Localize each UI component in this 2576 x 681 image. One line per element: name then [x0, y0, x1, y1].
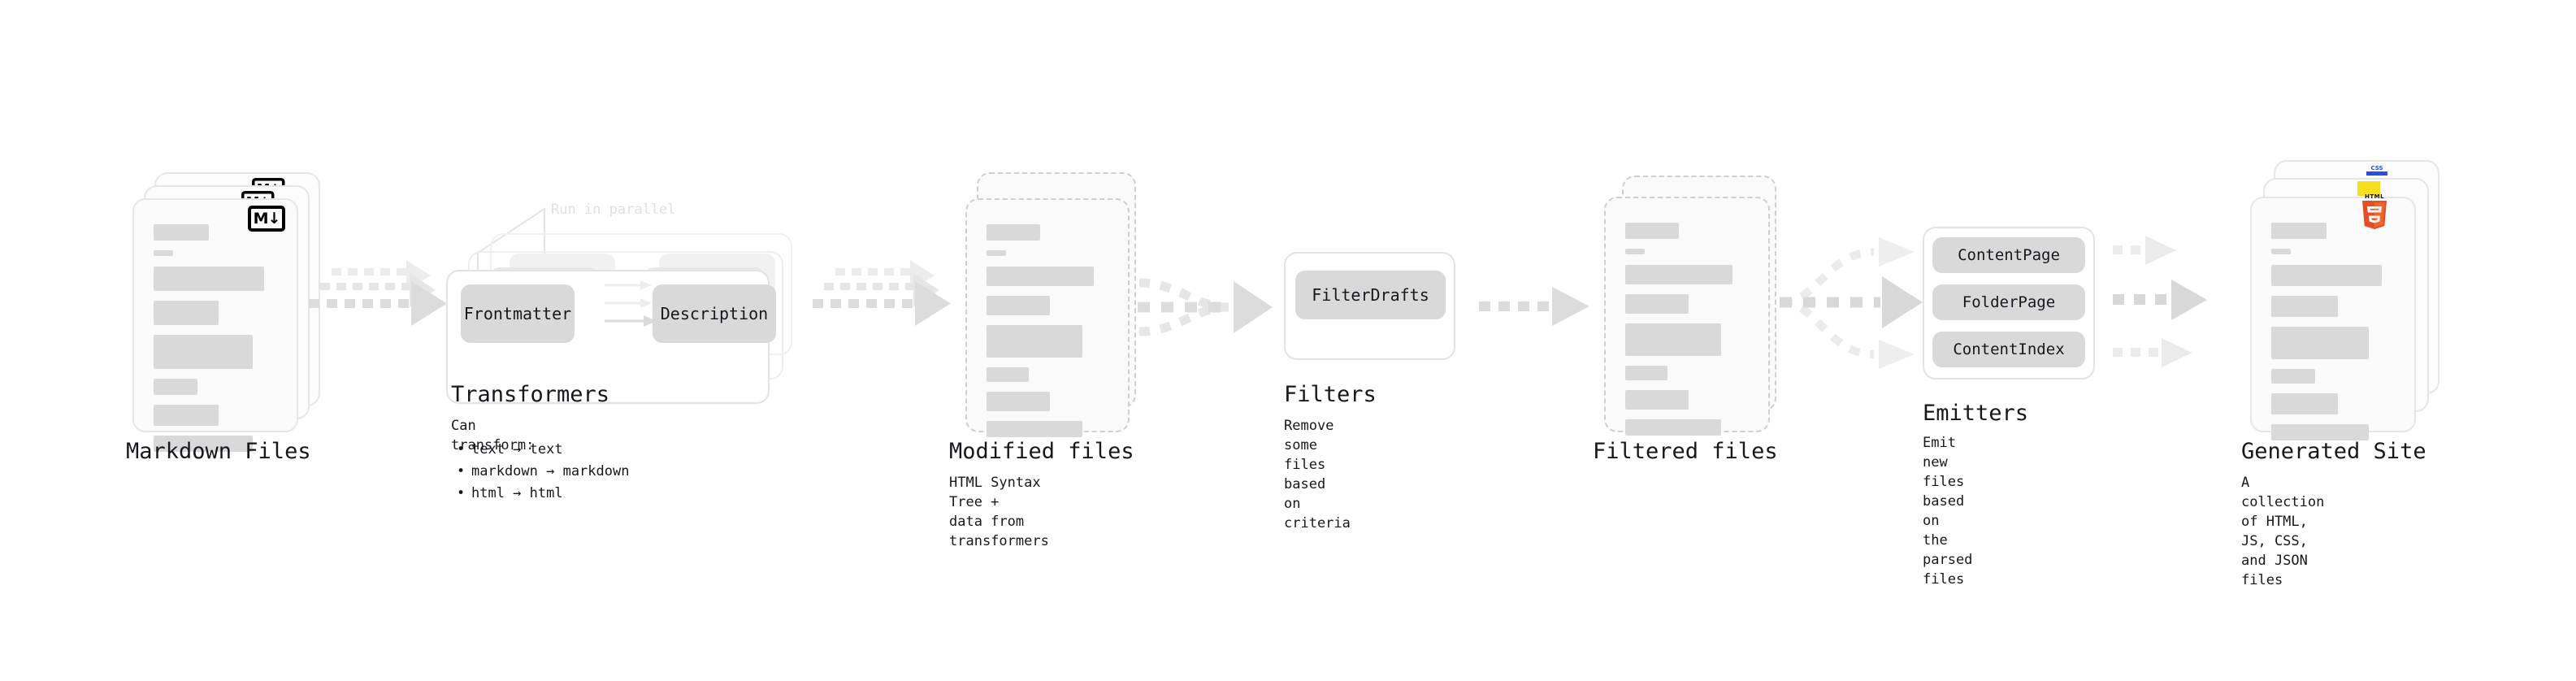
content-bar — [987, 250, 1006, 256]
content-bar — [154, 250, 173, 256]
connector-modified-to-filters — [1138, 278, 1273, 336]
content-bar — [2271, 223, 2327, 239]
transformer-chip-frontmatter[interactable]: Frontmatter — [461, 284, 575, 343]
content-bar — [2271, 393, 2338, 414]
stage-subtitle-modified-files: HTML Syntax Tree + data from transformer… — [949, 475, 1049, 549]
emitter-chip-contentindex[interactable]: ContentIndex — [1932, 332, 2085, 367]
content-bar — [987, 421, 1082, 437]
modified-file-card-front[interactable] — [965, 198, 1130, 437]
stage-title-filters: Filters — [1284, 382, 1377, 407]
filtered-file-card-front[interactable] — [1604, 197, 1770, 436]
transformers-subhead: Can transform: — [451, 418, 535, 453]
content-bar — [154, 436, 253, 452]
list-item: • text → text — [457, 439, 629, 461]
content-bar — [987, 267, 1094, 286]
html5-badge-icon: HTML — [2361, 193, 2388, 229]
content-bar — [1625, 223, 1679, 239]
run-in-parallel-label: Run in parallel — [551, 202, 676, 218]
connector-emitters-to-site — [2113, 236, 2207, 367]
content-bar — [2271, 265, 2382, 286]
content-bar — [1625, 366, 1667, 380]
stage-title-generated-site: Generated Site — [2241, 439, 2426, 464]
stage-title-markdown-files: Markdown Files — [126, 439, 311, 464]
list-item: • markdown → markdown — [457, 461, 629, 483]
content-bar — [154, 335, 253, 369]
content-bar — [1625, 390, 1689, 410]
bullet-text: html → html — [471, 485, 563, 501]
content-bar — [1625, 294, 1689, 314]
content-bar — [154, 301, 219, 325]
content-bar — [987, 325, 1082, 358]
content-bar — [154, 405, 219, 426]
stage-subtitle-generated-site: A collection of HTML, JS, CSS, and JSON … — [2241, 475, 2325, 588]
content-bar — [2271, 296, 2338, 317]
content-bar — [987, 296, 1050, 315]
content-bar — [2271, 249, 2291, 254]
content-bar — [2271, 327, 2369, 359]
markdown-badge-icon: M↓ — [248, 206, 285, 232]
file-content-bars — [2271, 223, 2398, 450]
bullet-dot-icon: • — [457, 485, 466, 501]
connector-filtered-to-emitters — [1780, 237, 1923, 369]
connector-filters-to-filtered — [1479, 287, 1589, 326]
bullet-dot-icon: • — [457, 441, 466, 458]
file-content-bars — [154, 224, 280, 462]
transformer-chip-description[interactable]: Description — [653, 284, 776, 343]
content-bar — [2271, 424, 2369, 440]
content-bar — [987, 224, 1040, 241]
stage-title-transformers: Transformers — [451, 382, 610, 407]
content-bar — [1625, 249, 1645, 254]
connector-transformers-to-modified — [813, 260, 951, 326]
stage-subtitle-filters: Remove some files based on criteria — [1284, 418, 1351, 531]
stage-title-emitters: Emitters — [1923, 401, 2029, 426]
stage-subtitle-emitters: Emit new files based on the parsed files — [1923, 435, 1973, 588]
emitter-chip-contentpage[interactable]: ContentPage — [1932, 237, 2085, 273]
content-bar — [1625, 265, 1733, 284]
list-item: • html → html — [457, 483, 629, 505]
site-file-card-front[interactable] — [2250, 197, 2416, 440]
content-bar — [154, 379, 197, 395]
content-bar — [154, 267, 264, 291]
transformer-inner-arrows — [605, 280, 657, 327]
filter-chip-filterdrafts[interactable]: FilterDrafts — [1295, 271, 1446, 319]
emitter-chip-folderpage[interactable]: FolderPage — [1932, 284, 2085, 320]
stage-title-filtered-files: Filtered files — [1593, 439, 1778, 464]
file-content-bars — [1625, 223, 1752, 445]
file-content-bars — [987, 224, 1112, 447]
js-badge-icon — [2357, 181, 2380, 196]
bullet-text: text → text — [471, 441, 563, 458]
content-bar — [987, 367, 1029, 382]
bullet-text: markdown → markdown — [471, 463, 630, 479]
content-bar — [2271, 369, 2315, 384]
content-bar — [987, 392, 1050, 411]
content-bar — [154, 224, 209, 241]
css-badge-icon: CSS — [2366, 165, 2387, 176]
content-bar — [1625, 419, 1721, 436]
stage-title-modified-files: Modified files — [949, 439, 1134, 464]
connector-md-to-transformers — [309, 260, 447, 326]
transformers-bullet-list: • text → text • markdown → markdown • html … — [457, 439, 629, 505]
markdown-file-card-front[interactable] — [132, 198, 298, 452]
content-bar — [1625, 323, 1721, 356]
bullet-dot-icon: • — [457, 463, 466, 479]
